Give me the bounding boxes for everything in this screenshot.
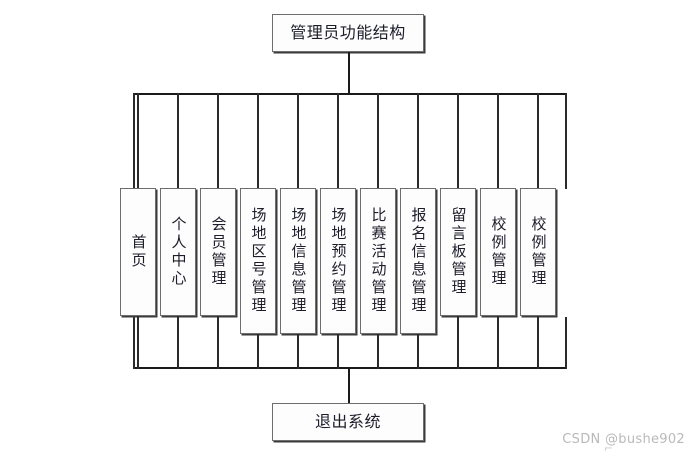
node-leaf-4[interactable]: 场地区号管理 — [240, 188, 276, 334]
node-leaf-2[interactable]: 个人中心 — [160, 188, 196, 316]
node-leaf-1[interactable]: 首页 — [120, 188, 156, 316]
node-label: 场地预约管理 — [329, 207, 348, 315]
node-label: 校例管理 — [489, 216, 508, 288]
connector-leaf-9-to-bottom — [457, 316, 459, 369]
connector-top-to-leaf-7 — [377, 93, 379, 188]
connector-bottom-bus-left-cap — [133, 317, 135, 369]
connector-leaf-7-to-bottom — [377, 334, 379, 369]
connector-bus-left-cap — [133, 93, 135, 189]
connector-top-to-leaf-1 — [137, 93, 139, 188]
connector-root-stem — [348, 52, 350, 94]
node-label: 场地信息管理 — [289, 207, 308, 315]
connector-top-to-leaf-10 — [497, 93, 499, 188]
node-label: 校例管理 — [529, 216, 548, 288]
node-leaf-5[interactable]: 场地信息管理 — [280, 188, 316, 334]
connector-leaf-2-to-bottom — [177, 316, 179, 369]
connector-top-to-leaf-8 — [417, 93, 419, 188]
node-label: 场地区号管理 — [249, 207, 268, 315]
connector-top-bus — [133, 93, 567, 95]
connector-top-to-leaf-9 — [457, 93, 459, 188]
connector-leaf-11-to-bottom — [537, 316, 539, 369]
node-leaf-9[interactable]: 留言板管理 — [440, 188, 476, 316]
node-label: 管理员功能结构 — [290, 23, 406, 42]
connector-top-to-leaf-3 — [217, 93, 219, 188]
connector-top-to-leaf-6 — [337, 93, 339, 188]
connector-leaf-10-to-bottom — [497, 316, 499, 369]
node-label: 留言板管理 — [449, 207, 468, 297]
connector-bottom-bus — [133, 367, 567, 369]
connector-leaf-6-to-bottom — [337, 334, 339, 369]
connector-bus-right-cap — [565, 93, 567, 189]
connector-leaf-1-to-bottom — [137, 316, 139, 369]
node-exit-system[interactable]: 退出系统 — [272, 403, 424, 441]
node-leaf-3[interactable]: 会员管理 — [200, 188, 236, 316]
node-leaf-8[interactable]: 报名信息管理 — [400, 188, 436, 334]
node-label: 比赛活动管理 — [369, 207, 388, 315]
connector-bottom-bus-right-cap — [565, 317, 567, 369]
node-leaf-10[interactable]: 校例管理 — [480, 188, 516, 316]
connector-leaf-3-to-bottom — [217, 316, 219, 369]
node-leaf-6[interactable]: 场地预约管理 — [320, 188, 356, 334]
node-label: 首页 — [129, 234, 148, 270]
node-label: 会员管理 — [209, 216, 228, 288]
connector-exit-stem — [348, 367, 350, 405]
connector-top-to-leaf-11 — [537, 93, 539, 188]
connector-leaf-8-to-bottom — [417, 334, 419, 369]
connector-leaf-5-to-bottom — [297, 334, 299, 369]
node-admin-function-structure[interactable]: 管理员功能结构 — [272, 14, 424, 52]
node-leaf-7[interactable]: 比赛活动管理 — [360, 188, 396, 334]
watermark-text: CSDN @bushe902 — [562, 432, 685, 447]
node-leaf-11[interactable]: 校例管理 — [520, 188, 556, 316]
connector-leaf-4-to-bottom — [257, 334, 259, 369]
node-label: 退出系统 — [314, 412, 381, 431]
connector-top-to-leaf-5 — [297, 93, 299, 188]
node-label: 个人中心 — [169, 216, 188, 288]
connector-top-to-leaf-4 — [257, 93, 259, 188]
node-label: 报名信息管理 — [409, 207, 428, 315]
connector-top-to-leaf-2 — [177, 93, 179, 188]
watermark-caret-icon: ⌐ — [603, 442, 613, 455]
